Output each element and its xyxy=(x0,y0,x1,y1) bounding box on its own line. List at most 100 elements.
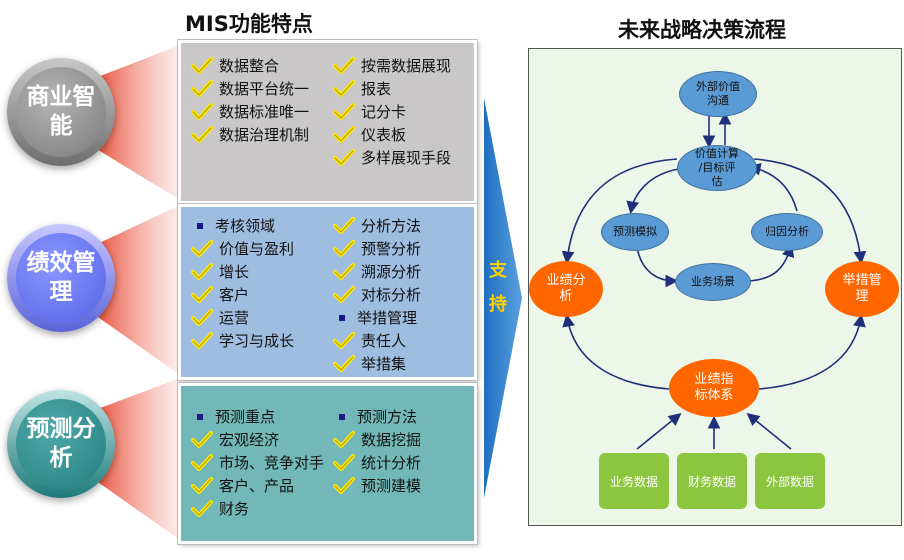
panel-item: 预警分析 xyxy=(333,238,421,259)
check-icon xyxy=(333,125,355,144)
node-value-calc-line-2: /目标评 xyxy=(698,161,736,175)
check-icon xyxy=(191,430,213,449)
check-icon xyxy=(191,239,213,258)
arrow-calc-perf xyxy=(561,158,678,265)
node-attribution: 归因分析 xyxy=(751,213,823,251)
cone-2 xyxy=(95,205,180,375)
panel-item-text: 按需数据展现 xyxy=(361,57,452,75)
node-perf-analysis: 业绩分析 xyxy=(529,261,603,317)
node-action-mgmt-line-1: 举措管 xyxy=(842,272,882,288)
check-icon xyxy=(191,476,213,495)
check-icon xyxy=(333,453,355,472)
check-icon xyxy=(333,354,355,373)
node-external-value: 外部价值沟通 xyxy=(679,71,757,117)
panel-item: 仪表板 xyxy=(333,124,406,145)
panel-item-text: 增长 xyxy=(219,263,250,281)
cone-connectors xyxy=(95,45,180,540)
panel-item-text: 预测建模 xyxy=(361,477,422,495)
panel-item-text: 溯源分析 xyxy=(361,263,422,281)
panel-item-text: 宏观经济 xyxy=(219,431,280,449)
panel-item-text: 数据挖掘 xyxy=(361,431,422,449)
node-perf-analysis-line-1: 业绩分 xyxy=(546,272,586,288)
category-label-performance-line: 绩效管理 xyxy=(26,250,96,305)
category-label-forecast: 预测分 析 xyxy=(27,415,96,473)
check-icon xyxy=(191,262,213,281)
decision-flow-panel: 外部价值沟通 价值计算/目标评估 预测模拟 归因分析 业务场景 业绩分析 举措管… xyxy=(528,48,902,526)
panel-item-text: 预测重点 xyxy=(215,408,276,426)
panel-item-text: 考核领域 xyxy=(215,217,276,235)
arrow-src3-kpi xyxy=(746,412,792,450)
panel-item: 学习与成长 xyxy=(191,330,294,351)
panel-item-text: 价值与盈利 xyxy=(219,240,295,258)
category-circle-performance-inner: 绩效管理 xyxy=(16,233,106,323)
panel-item: 增长 xyxy=(191,261,249,282)
node-kpi-system: 业绩指标体系 xyxy=(669,359,759,417)
check-icon xyxy=(333,239,355,258)
cone-3 xyxy=(95,378,180,540)
panel-item-text: 多样展现手段 xyxy=(361,149,452,167)
check-icon xyxy=(333,148,355,167)
panel-item: 统计分析 xyxy=(333,452,421,473)
check-icon xyxy=(333,216,355,235)
category-circle-forecast-inner: 预测分 析 xyxy=(16,399,106,489)
panel-item-text: 记分卡 xyxy=(361,103,407,121)
panel-item: 预测重点 xyxy=(191,406,275,427)
panel-item-text: 客户 xyxy=(219,286,250,304)
check-icon xyxy=(333,102,355,121)
panel-item-text: 对标分析 xyxy=(361,286,422,304)
node-forecast-sim: 预测模拟 xyxy=(601,213,669,251)
category-circle-bi: 商业智能 xyxy=(7,58,115,166)
node-business-scene: 业务场景 xyxy=(675,263,751,301)
support-label-1: 支 xyxy=(489,260,507,281)
check-icon xyxy=(191,79,213,98)
category-circle-forecast: 预测分 析 xyxy=(7,390,115,498)
source-business-data: 业务数据 xyxy=(599,453,669,509)
panel-item: 报表 xyxy=(333,78,391,99)
panel-item-text: 客户、产品 xyxy=(219,477,295,495)
panel-item: 多样展现手段 xyxy=(333,147,451,168)
panel-item-text: 数据平台统一 xyxy=(219,80,310,98)
arrow-forecast-scene xyxy=(636,246,679,288)
panel-item: 预测方法 xyxy=(333,406,417,427)
panel-bi: 数据整合数据平台统一数据标准唯一数据治理机制按需数据展现报表记分卡仪表板多样展现… xyxy=(177,39,478,205)
node-action-mgmt: 举措管理 xyxy=(825,261,899,317)
panel-item-text: 财务 xyxy=(219,500,250,518)
panel-item: 市场、竞争对手 xyxy=(191,452,324,473)
panel-item: 价值与盈利 xyxy=(191,238,294,259)
category-label-bi: 商业智能 xyxy=(16,83,106,141)
bullet-icon xyxy=(197,413,203,420)
node-external-value-line-2: 沟通 xyxy=(707,94,729,107)
category-circle-performance: 绩效管理 xyxy=(7,224,115,332)
panel-item: 预测建模 xyxy=(333,475,421,496)
arrow-scene-attr xyxy=(748,243,795,282)
check-icon xyxy=(191,102,213,121)
panel-item: 运营 xyxy=(191,307,249,328)
panel-item: 数据挖掘 xyxy=(333,429,421,450)
check-icon xyxy=(191,453,213,472)
panel-item-text: 报表 xyxy=(361,80,392,98)
check-icon xyxy=(333,262,355,281)
cone-1 xyxy=(95,45,180,200)
left-title: MIS功能特点 xyxy=(185,12,313,36)
node-value-calc-line-3: 估 xyxy=(711,174,723,188)
panel-item-text: 预警分析 xyxy=(361,240,422,258)
arrow-kpi-action xyxy=(758,313,866,390)
panel-item-text: 市场、竞争对手 xyxy=(219,454,325,472)
panel-item-text: 运营 xyxy=(219,309,250,327)
check-icon xyxy=(333,430,355,449)
check-icon xyxy=(191,125,213,144)
bullet-icon xyxy=(339,413,345,420)
panel-item-text: 数据治理机制 xyxy=(219,126,310,144)
panel-item-text: 责任人 xyxy=(361,332,407,350)
category-label-forecast-line-2: 析 xyxy=(49,445,73,471)
panel-item: 宏观经济 xyxy=(191,429,279,450)
panel-item: 分析方法 xyxy=(333,215,421,236)
panel-item: 数据治理机制 xyxy=(191,124,309,145)
panel-item: 数据平台统一 xyxy=(191,78,309,99)
panel-item-text: 分析方法 xyxy=(361,217,422,235)
node-value-calc-line-1: 价值计算 xyxy=(695,147,739,161)
panel-item: 溯源分析 xyxy=(333,261,421,282)
category-label-forecast-line-1: 预测分 xyxy=(26,416,96,443)
panel-item: 数据整合 xyxy=(191,55,279,76)
panel-item: 客户 xyxy=(191,284,249,305)
